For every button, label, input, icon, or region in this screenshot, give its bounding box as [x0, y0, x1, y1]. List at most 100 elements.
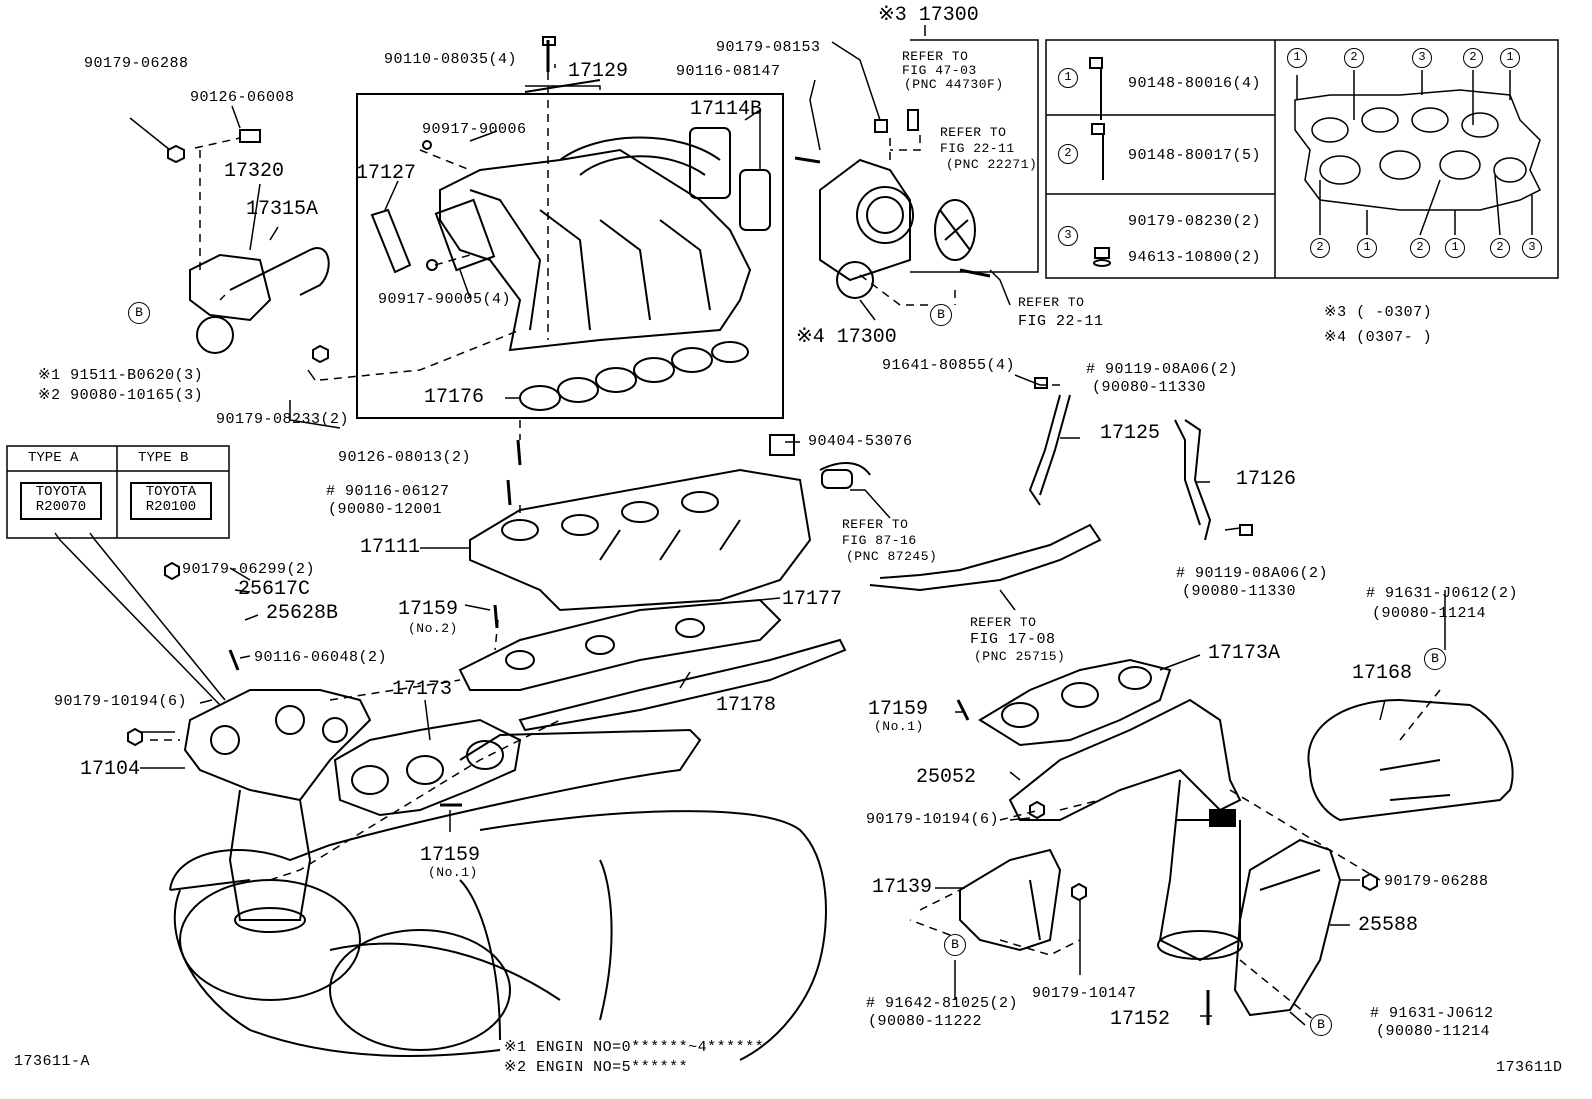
illustration-code-left: 173611-A — [14, 1053, 91, 1070]
part-17114B: 17114B — [690, 98, 763, 121]
note2-part: ※2 90080-10165(3) — [38, 387, 204, 404]
part-90179-10194-left: 90179-10194(6) — [54, 693, 188, 710]
part-90179-10147: 90179-10147 — [1032, 985, 1137, 1002]
type-b-stamp: TOYOTA R20100 — [130, 482, 212, 520]
refer-fig-47-03-line1: REFER TO — [902, 49, 969, 64]
type-b-header: TYPE B — [138, 450, 189, 466]
refer-fig-22-11-b-line1: REFER TO — [1018, 295, 1085, 310]
part-17159-no2: 17159 — [398, 598, 459, 621]
intake-manifold-upper — [370, 127, 771, 352]
type-b-stamp-line1: TOYOTA — [145, 484, 197, 500]
part-90116-06127: # 90116-06127 — [326, 483, 450, 500]
dashed-assembly-lines — [150, 72, 1441, 1026]
part-17159-no1-left-variant: (No.1) — [428, 865, 478, 880]
note4-part-17300: ※4 17300 — [796, 326, 897, 349]
table-row-2-number: 2 — [1058, 144, 1078, 164]
part-90116-06127-alt: (90080-12001 — [328, 501, 443, 518]
part-17159-no1-left: 17159 — [420, 844, 481, 867]
part-90110-08035: 90110-08035(4) — [384, 51, 518, 68]
part-25617C: 25617C — [238, 578, 311, 601]
throttle-body — [819, 109, 976, 299]
part-17320: 17320 — [224, 160, 285, 183]
gaskets-17177-17178 — [458, 598, 847, 732]
part-90119-08A06-b: # 90119-08A06(2) — [1176, 565, 1329, 582]
part-90404-53076: 90404-53076 — [808, 433, 913, 450]
heat-shield-25588 — [1233, 838, 1342, 1017]
exhaust-manifold-right — [1008, 698, 1243, 962]
type-box-frame — [6, 445, 230, 539]
part-90116-06048: 90116-06048(2) — [254, 649, 388, 666]
refer-fig-22-11-a-line1: REFER TO — [940, 125, 1007, 140]
note3-part-17300: ※3 17300 — [878, 4, 979, 27]
part-90179-10194-right: 90179-10194(6) — [866, 811, 1000, 828]
stay-17126 — [1184, 419, 1212, 541]
refer-fig-17-08-line2: FIG 17-08 — [970, 631, 1056, 648]
gasket-17176 — [519, 341, 749, 411]
part-91642-81025-alt: (90080-11222 — [868, 1013, 983, 1030]
part-90179-08153: 90179-08153 — [716, 39, 821, 56]
part-17173A: 17173A — [1208, 642, 1281, 665]
refer-fig-17-08-line3: (PNC 25715) — [974, 649, 1066, 664]
part-17173: 17173 — [392, 678, 453, 701]
illustration-code-right: 173611D — [1496, 1059, 1563, 1076]
part-90126-06008: 90126-06008 — [190, 89, 295, 106]
part-17104: 17104 — [80, 758, 141, 781]
refer-fig-87-16-line1: REFER TO — [842, 517, 909, 532]
ref-b-marker: B — [930, 304, 952, 326]
part-90119-08A06-a: # 90119-08A06(2) — [1086, 361, 1239, 378]
heat-shield-17168 — [1307, 698, 1514, 822]
part-17159-no2-variant: (No.2) — [408, 621, 458, 636]
part-17129: 17129 — [568, 60, 629, 83]
table-row-2-part: 90148-80017(5) — [1128, 147, 1262, 164]
bolt-table-frame — [1045, 39, 1559, 279]
table-row-3-part-b: 94613-10800(2) — [1128, 249, 1262, 266]
gasket-callout: 2 — [1463, 48, 1483, 68]
part-90179-06288-right: 90179-06288 — [1384, 873, 1489, 890]
part-17159-no1-right: 17159 — [868, 698, 929, 721]
gasket-callout: 3 — [1412, 48, 1432, 68]
part-17111: 17111 — [360, 536, 421, 559]
gasket-top-view — [1294, 70, 1542, 236]
part-17126: 17126 — [1236, 468, 1297, 491]
type-a-stamp-line2: R20070 — [35, 499, 87, 515]
gasket-17173 — [333, 718, 522, 817]
footnote-engine-2: ※2 ENGIN NO=5****** — [504, 1059, 689, 1076]
heat-shield-17139 — [959, 848, 1062, 952]
type-b-stamp-line2: R20100 — [145, 499, 197, 515]
part-17159-no1-right-variant: (No.1) — [874, 719, 924, 734]
refer-fig-22-11-b-line2: FIG 22-11 — [1018, 313, 1104, 330]
part-17168: 17168 — [1352, 662, 1413, 685]
note1-part: ※1 91511-B0620(3) — [38, 367, 204, 384]
intake-manifold-lower — [469, 468, 812, 612]
type-a-header: TYPE A — [28, 450, 79, 466]
part-91631-J0612-a-alt: (90080-11214 — [1372, 605, 1487, 622]
part-90126-08013: 90126-08013(2) — [338, 449, 472, 466]
note3-serial-range: ※3 ( -0307) — [1324, 304, 1433, 321]
type-a-stamp: TOYOTA R20070 — [20, 482, 102, 520]
engine-block-outline — [169, 728, 827, 1061]
gasket-callout: 2 — [1410, 238, 1430, 258]
part-91631-J0612-b-alt: (90080-11214 — [1376, 1023, 1491, 1040]
part-91641-80855: 91641-80855(4) — [882, 357, 1016, 374]
refer-bracket — [910, 39, 1039, 273]
part-17176: 17176 — [424, 386, 485, 409]
part-25628B: 25628B — [266, 602, 339, 625]
ref-b-marker: B — [1310, 1014, 1332, 1036]
leader-lines — [54, 25, 1446, 1026]
exhaust-manifold-left — [183, 689, 372, 933]
part-91631-J0612-a: # 91631-J0612(2) — [1366, 585, 1519, 602]
part-90119-08A06-a-alt: (90080-11330 — [1092, 379, 1207, 396]
part-90917-90005: 90917-90005(4) — [378, 291, 512, 308]
refer-fig-17-08-line1: REFER TO — [970, 615, 1037, 630]
part-90119-08A06-b-alt: (90080-11330 — [1182, 583, 1297, 600]
part-17315A: 17315A — [246, 198, 319, 221]
refer-fig-22-11-a-line2: FIG 22-11 — [940, 141, 1015, 156]
gasket-callout: 1 — [1357, 238, 1377, 258]
studs — [228, 40, 1210, 1025]
gasket-callout: 3 — [1522, 238, 1542, 258]
part-91642-81025: # 91642-81025(2) — [866, 995, 1019, 1012]
part-17139: 17139 — [872, 876, 933, 899]
part-25052: 25052 — [916, 766, 977, 789]
